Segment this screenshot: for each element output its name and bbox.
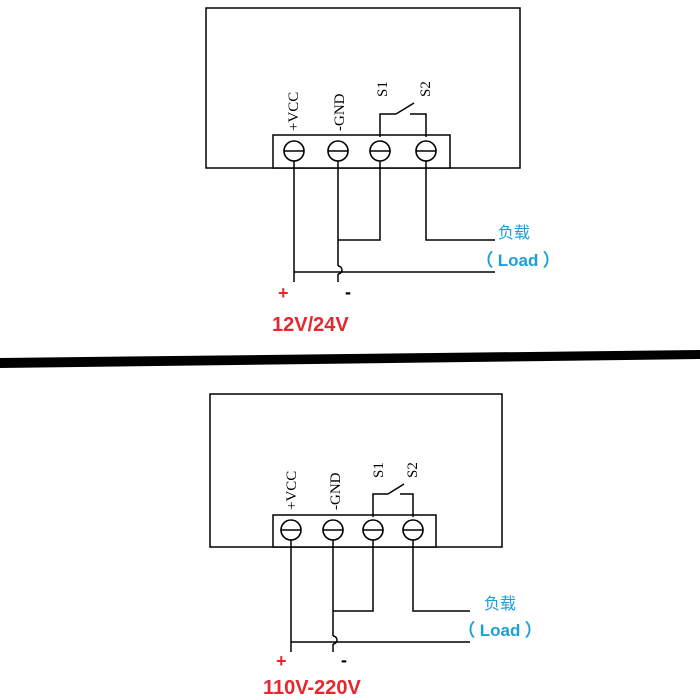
top-screw-terminal-s2 [415, 140, 437, 162]
bottom-screw-terminal-vcc [280, 519, 302, 541]
bottom-load-label-en: （ Load ） [458, 620, 542, 640]
section-divider [0, 350, 700, 368]
bottom-voltage-label: 110V-220V [263, 677, 362, 699]
top-terminal-label-s2: S2 [418, 81, 434, 97]
top-screw-terminal-gnd [327, 140, 349, 162]
top-wiring-diagram: +VCC -GND S1 S2 [205, 7, 560, 336]
top-wires [293, 161, 495, 282]
top-load-label-cn: 负载 [498, 224, 530, 242]
top-plus-sign: + [278, 283, 289, 303]
bottom-wires [290, 540, 470, 652]
top-screw-terminal-s1 [369, 140, 391, 162]
top-terminal-label-vcc: +VCC [286, 92, 302, 131]
top-load-label-en: （ Load ） [476, 250, 560, 270]
bottom-screw-terminal-gnd [322, 519, 344, 541]
bottom-minus-sign: - [341, 650, 347, 670]
top-screw-terminal-vcc [283, 140, 305, 162]
top-minus-sign: - [345, 282, 351, 302]
top-voltage-label: 12V/24V [272, 314, 349, 336]
top-relay-contact-symbol [379, 102, 427, 137]
bottom-terminal-label-gnd: -GND [328, 472, 344, 510]
bottom-load-label-cn: 负载 [484, 595, 516, 613]
top-terminal-label-s1: S1 [375, 81, 391, 97]
bottom-plus-sign: + [276, 651, 287, 671]
bottom-terminal-label-s1: S1 [371, 462, 387, 478]
bottom-terminal-label-s2: S2 [405, 462, 421, 478]
bottom-screw-terminal-s1 [362, 519, 384, 541]
bottom-relay-contact-symbol [372, 483, 414, 517]
bottom-wiring-diagram: +VCC -GND S1 S2 [209, 393, 542, 699]
top-terminal-label-gnd: -GND [332, 93, 348, 131]
bottom-screw-terminal-s2 [402, 519, 424, 541]
bottom-terminal-label-vcc: +VCC [284, 471, 300, 510]
